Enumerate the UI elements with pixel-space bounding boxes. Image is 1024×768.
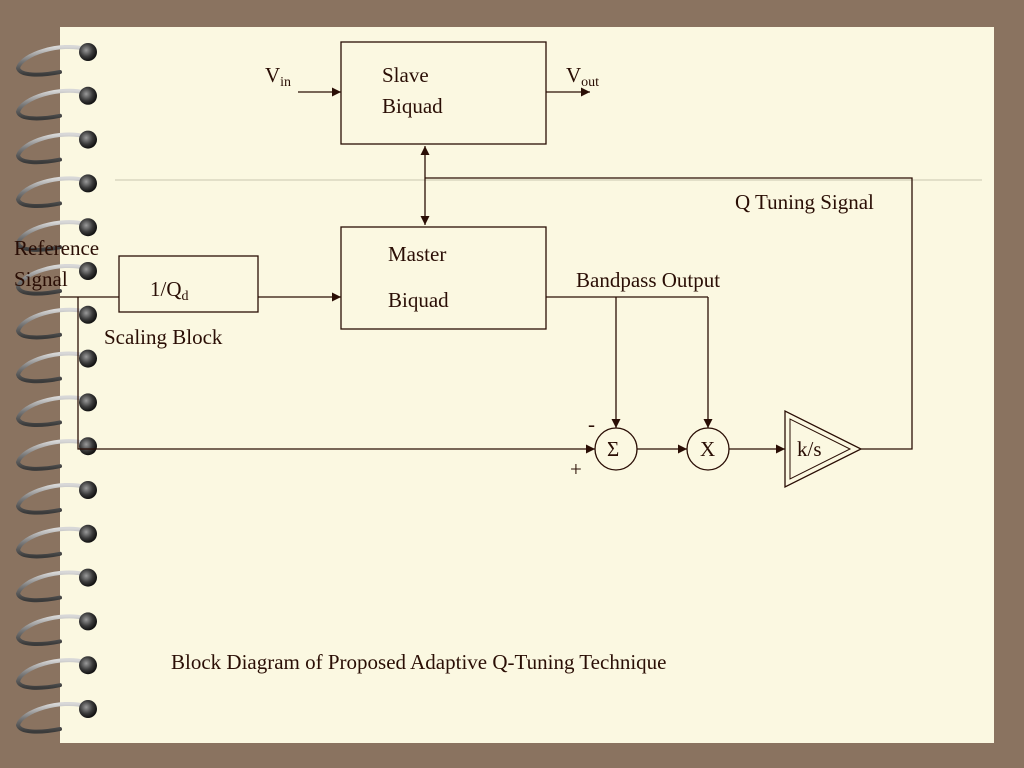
q-tuning-feedback-wire — [425, 177, 913, 450]
spiral-ring — [15, 218, 97, 252]
spiral-ring — [15, 524, 97, 559]
spiral-ring — [15, 612, 97, 647]
bandpass-output-label: Bandpass Output — [576, 268, 721, 292]
reference-to-summer-wire — [77, 297, 595, 454]
slave-biquad-block — [340, 41, 547, 145]
spiral-ring — [15, 86, 97, 121]
vout-sub: out — [581, 75, 600, 90]
spiral-ring — [15, 262, 97, 296]
spiral-ring — [15, 130, 97, 165]
spiral-ring — [15, 481, 97, 515]
vin-sub: in — [280, 75, 292, 90]
spiral-ring — [15, 437, 97, 471]
slide-page — [60, 27, 994, 743]
scaling-block-label: 1/Qd — [150, 279, 189, 304]
vout-label: Vout — [566, 65, 599, 90]
q-tuning-signal-label: Q Tuning Signal — [735, 190, 874, 214]
scaling-block — [118, 255, 259, 313]
spiral-ring — [15, 700, 97, 734]
summer-symbol: Σ — [607, 437, 620, 461]
vin-main: V — [265, 63, 281, 87]
scaling-block-caption: Scaling Block — [104, 325, 223, 349]
spiral-binding — [15, 43, 97, 734]
integrator-triangle-inner — [789, 418, 852, 480]
spiral-ring — [15, 656, 97, 690]
slave-label-line1: Slave — [382, 63, 429, 87]
master-label-line1: Master — [388, 242, 447, 266]
scaling-sub: d — [181, 289, 189, 304]
summer-minus-label: - — [588, 412, 595, 436]
vout-main: V — [566, 63, 582, 87]
master-label-line2: Biquad — [388, 288, 449, 312]
spiral-ring — [15, 568, 97, 603]
spiral-ring — [15, 174, 97, 209]
spiral-ring — [15, 305, 97, 340]
scaling-main: 1/Q — [150, 277, 182, 301]
reference-label-line1: Reference — [14, 236, 100, 260]
slave-label-line2: Biquad — [382, 94, 443, 118]
integrator-label: k/s — [797, 437, 822, 461]
reference-label-line2: Signal — [14, 267, 68, 291]
summer-plus-label: + — [570, 457, 582, 481]
vin-label: Vin — [265, 65, 291, 90]
spiral-ring — [15, 393, 97, 428]
diagram-caption: Block Diagram of Proposed Adaptive Q-Tun… — [171, 650, 667, 674]
spiral-ring — [15, 43, 97, 77]
multiplier-symbol: X — [700, 437, 716, 461]
master-biquad-block — [340, 226, 547, 330]
spiral-ring — [15, 349, 97, 384]
